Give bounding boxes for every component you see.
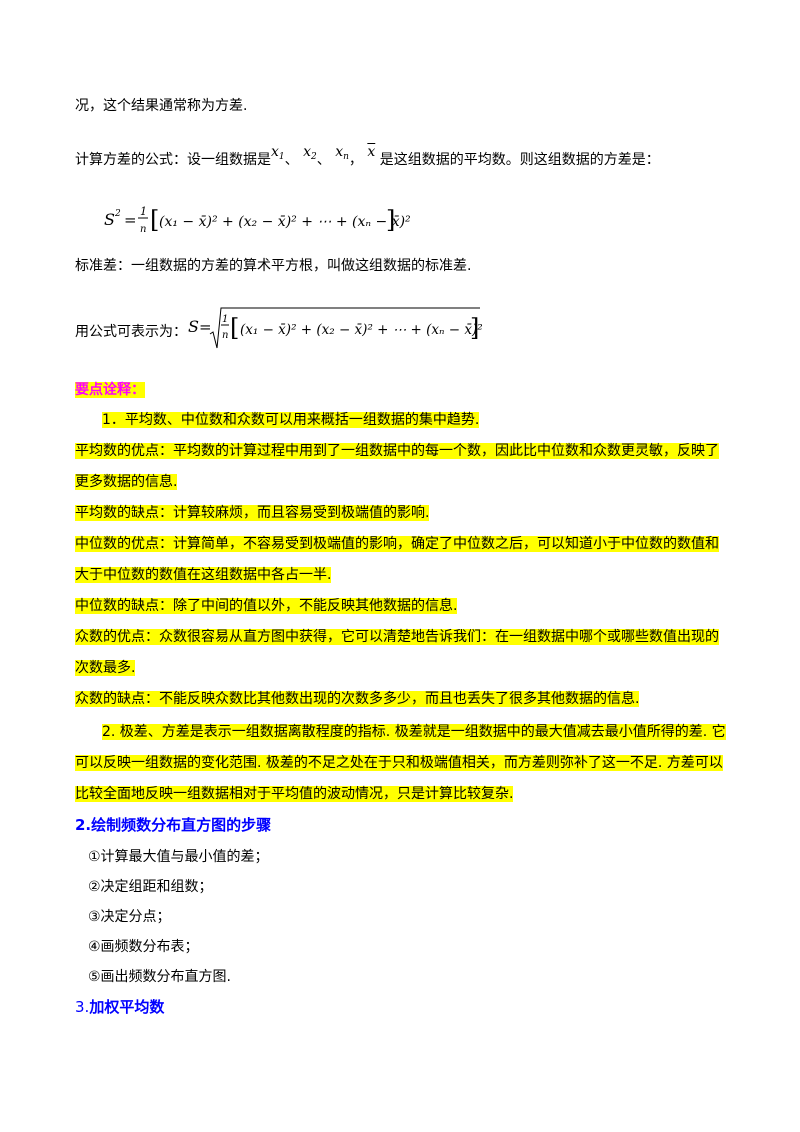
variance-formula-svg: S 2 = 1 n [ (x₁ − x̄)² + (x₂ − x̄)² + ⋯ … bbox=[104, 205, 411, 235]
point-12: 可以反映一组数据的变化范围. 极差的不足之处在于只和极端值相关，而方差则弥补了这… bbox=[75, 755, 723, 771]
point-3: 更多数据的信息. bbox=[75, 474, 178, 490]
section-3-title: 3.加权平均数 bbox=[75, 998, 165, 1016]
point-5: 中位数的优点：计算简单，不容易受到极端值的影响，确定了中位数之后，可以知道小于中… bbox=[75, 536, 719, 552]
point-1: 1．平均数、中位数和众数可以用来概括一组数据的集中趋势. bbox=[102, 412, 480, 428]
var-xn: xn bbox=[335, 144, 349, 162]
step-2: ②决定组距和组数； bbox=[88, 879, 213, 895]
point-11: 2. 极差、方差是表示一组数据离散程度的指标. 极差就是一组数据中的最大值减去最… bbox=[102, 724, 726, 740]
sep-2: 、 bbox=[316, 152, 331, 168]
frac-den: n bbox=[140, 224, 146, 235]
formula-lhs: S bbox=[104, 210, 115, 229]
frac-num: 1 bbox=[140, 205, 147, 218]
variance-intro-line: 计算方差的公式：设一组数据是x1、 x2、 xn， x 是这组数据的平均数。则这… bbox=[75, 144, 660, 175]
std-definition: 标准差：一组数据的方差的算术平方根，叫做这组数据的标准差. bbox=[75, 258, 472, 274]
keypoint-title: 要点诠释： bbox=[75, 382, 145, 398]
point-10: 众数的缺点：不能反映众数比其他数出现的次数多多少，而且也丢失了很多其他数据的信息… bbox=[75, 691, 640, 707]
point-13: 比较全面地反映一组数据相对于平均值的波动情况，只是计算比较复杂. bbox=[75, 786, 514, 802]
point-9: 次数最多. bbox=[75, 660, 136, 676]
svg-text:[: [ bbox=[150, 206, 159, 234]
point-7: 中位数的缺点：除了中间的值以外，不能反映其他数据的信息. bbox=[75, 598, 458, 614]
var-x2: x2 bbox=[303, 144, 317, 162]
svg-text:(x₁ − x̄)² + (x₂ − x̄)² + ⋯ +: (x₁ − x̄)² + (x₂ − x̄)² + ⋯ + (xₙ − x̄)² bbox=[159, 214, 411, 230]
step-1: ①计算最大值与最小值的差； bbox=[88, 849, 269, 865]
variance-intro-prefix: 计算方差的公式：设一组数据是 bbox=[75, 152, 271, 168]
std-formula-svg: S = 1 n [ (x₁ − x̄)² + (x₂ − x̄)² + ⋯ + … bbox=[188, 307, 483, 349]
var-x1: x1 bbox=[271, 144, 285, 162]
step-3: ③决定分点； bbox=[88, 909, 171, 925]
svg-text:=: = bbox=[199, 318, 212, 336]
section-2-title: 2.绘制频数分布直方图的步骤 bbox=[75, 816, 272, 834]
step-5: ⑤画出频数分布直方图. bbox=[88, 969, 232, 985]
sep-3: ， bbox=[348, 152, 363, 168]
variance-formula: S 2 = 1 n [ (x₁ − x̄)² + (x₂ − x̄)² + ⋯ … bbox=[104, 198, 411, 250]
svg-text:n: n bbox=[222, 330, 228, 341]
svg-text:[: [ bbox=[230, 314, 239, 342]
step-4: ④画频数分布表； bbox=[88, 939, 199, 955]
svg-text:1: 1 bbox=[222, 314, 228, 325]
svg-text:=: = bbox=[124, 211, 137, 229]
var-xbar: x bbox=[367, 144, 376, 160]
point-8: 众数的优点：众数很容易从直方图中获得，它可以清楚地告诉我们：在一组数据中哪个或哪… bbox=[75, 629, 719, 645]
variance-intro-suffix: 是这组数据的平均数。则这组数据的方差是： bbox=[379, 152, 660, 168]
std-formula-prefix: 用公式可表示为： bbox=[75, 324, 187, 340]
svg-text:]: ] bbox=[470, 314, 479, 342]
svg-text:(x₁ − x̄)² + (x₂ − x̄)² + ⋯ +: (x₁ − x̄)² + (x₂ − x̄)² + ⋯ + (xₙ − x̄)² bbox=[240, 322, 483, 338]
std-lhs: S bbox=[188, 317, 199, 336]
formula-lhs-exp: 2 bbox=[114, 209, 121, 219]
sep-1: 、 bbox=[284, 152, 299, 168]
svg-text:]: ] bbox=[386, 206, 395, 234]
intro-line: 况，这个结果通常称为方差. bbox=[75, 98, 248, 114]
std-formula: S = 1 n [ (x₁ − x̄)² + (x₂ − x̄)² + ⋯ + … bbox=[188, 304, 488, 356]
point-2: 平均数的优点：平均数的计算过程中用到了一组数据中的每一个数，因此比中位数和众数更… bbox=[75, 443, 719, 459]
point-4: 平均数的缺点：计算较麻烦，而且容易受到极端值的影响. bbox=[75, 505, 430, 521]
point-6: 大于中位数的数值在这组数据中各占一半. bbox=[75, 567, 332, 583]
